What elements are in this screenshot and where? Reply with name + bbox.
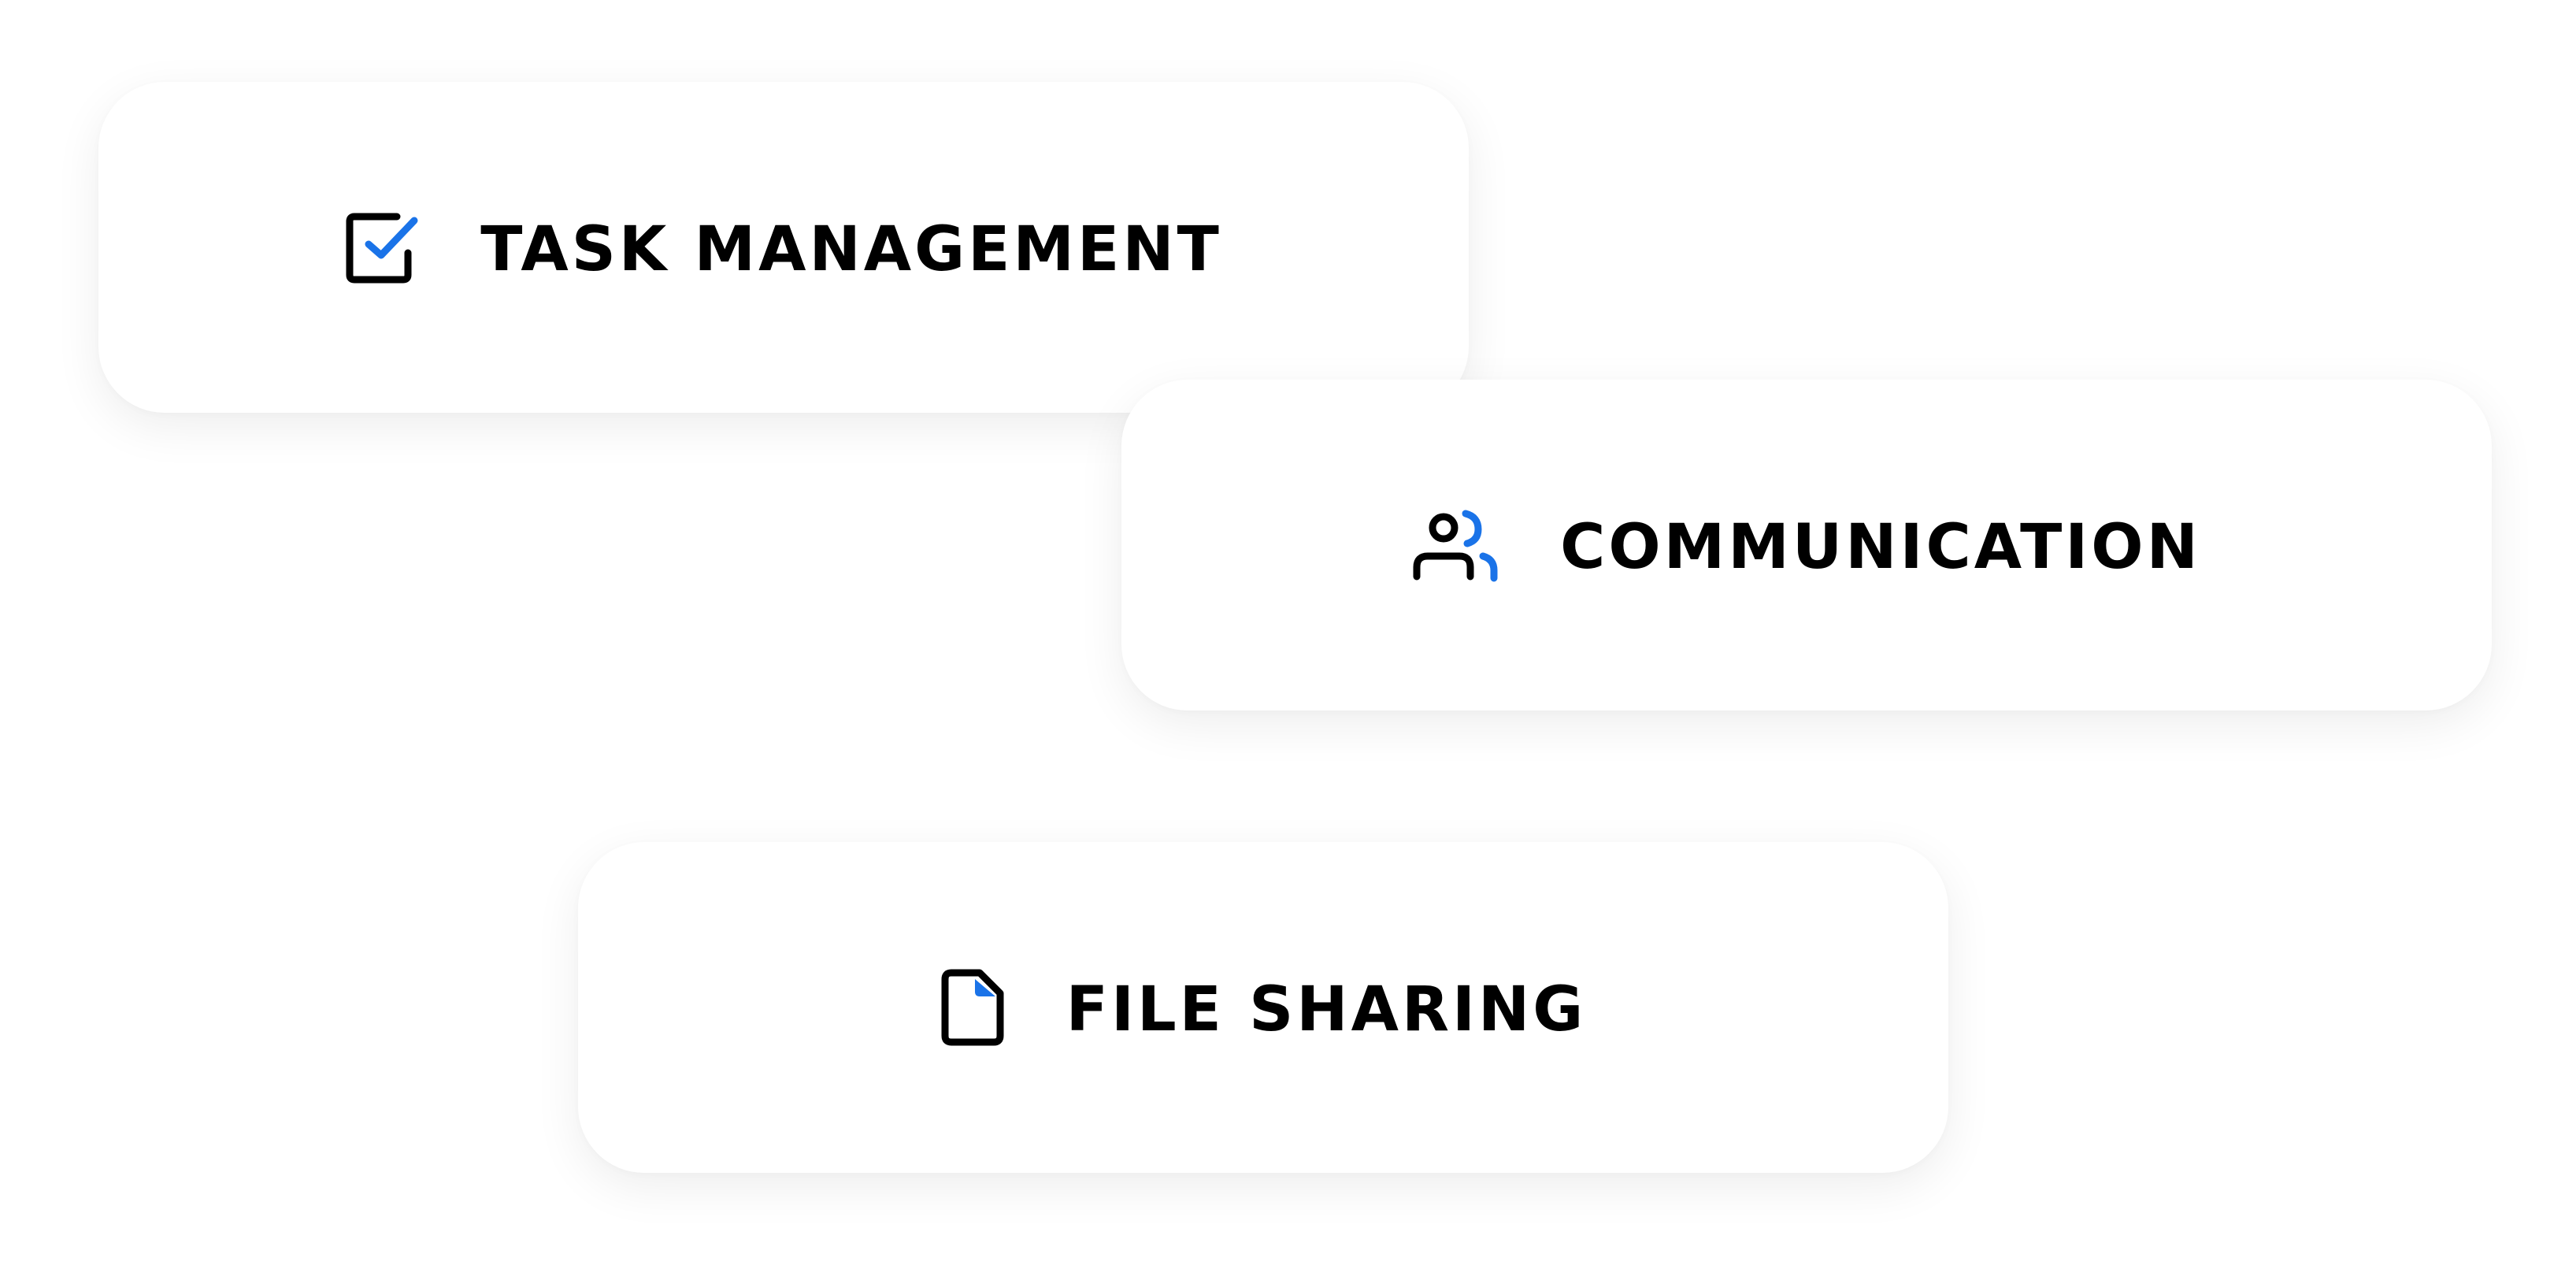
task-management-label: TASK MANAGEMENT	[480, 214, 1222, 285]
users-icon	[1412, 507, 1500, 583]
task-management-card[interactable]: TASK MANAGEMENT	[98, 82, 1469, 413]
checkbox-check-icon	[345, 210, 421, 284]
communication-label: COMMUNICATION	[1560, 512, 2201, 583]
communication-card[interactable]: COMMUNICATION	[1121, 380, 2492, 710]
file-sharing-card[interactable]: FILE SHARING	[578, 842, 1948, 1173]
file-sharing-label: FILE SHARING	[1066, 974, 1587, 1045]
file-icon	[940, 968, 1006, 1047]
